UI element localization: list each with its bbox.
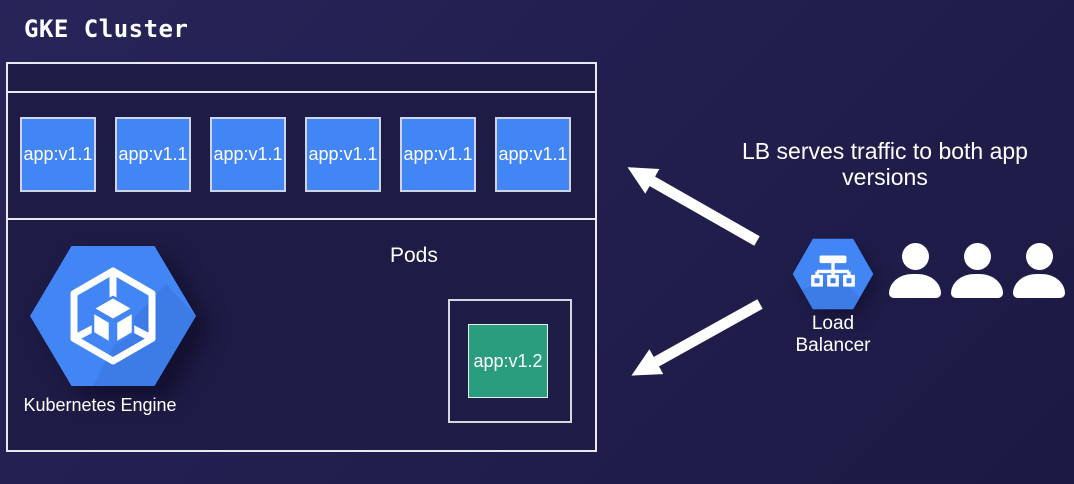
load-balancer-icon bbox=[792, 238, 874, 310]
kubernetes-engine-label: Kubernetes Engine bbox=[23, 395, 177, 415]
pod-v1: app:v1.1 bbox=[495, 117, 571, 192]
pod-v1: app:v1.1 bbox=[115, 117, 191, 192]
user-head bbox=[963, 243, 991, 270]
load-balancer-label: Load Balancer bbox=[795, 313, 871, 356]
arrow-to-v2-pod bbox=[631, 299, 763, 376]
pod-v1-label: app:v1.1 bbox=[118, 144, 188, 164]
pods-label: Pods bbox=[390, 244, 438, 267]
user-icon bbox=[951, 243, 1003, 298]
user-head bbox=[901, 243, 929, 270]
pod-v1: app:v1.1 bbox=[400, 117, 476, 192]
cluster-body: Kubernetes Engine Pods app:v1.2 bbox=[8, 220, 595, 448]
pod-v1-label: app:v1.1 bbox=[308, 144, 378, 164]
pod-v1: app:v1.1 bbox=[20, 117, 96, 192]
user-torso bbox=[1013, 274, 1065, 298]
kubernetes-engine-icon bbox=[30, 246, 196, 386]
pods-v1-row: app:v1.1 app:v1.1 app:v1.1 app:v1.1 app:… bbox=[8, 93, 595, 220]
page-title: GKE Cluster bbox=[24, 15, 189, 43]
user-icon bbox=[889, 243, 941, 298]
pod-v2-container: app:v1.2 bbox=[448, 299, 572, 423]
user-icon bbox=[1013, 243, 1065, 298]
user-torso bbox=[951, 274, 1003, 298]
gke-cluster-box: app:v1.1 app:v1.1 app:v1.1 app:v1.1 app:… bbox=[6, 62, 597, 452]
pod-v2: app:v1.2 bbox=[468, 324, 548, 398]
cluster-header-strip bbox=[8, 64, 595, 93]
pod-v2-label: app:v1.2 bbox=[473, 350, 543, 371]
pod-v1: app:v1.1 bbox=[305, 117, 381, 192]
pod-v1-label: app:v1.1 bbox=[403, 144, 473, 164]
pod-v1-label: app:v1.1 bbox=[498, 144, 568, 164]
pod-v1-label: app:v1.1 bbox=[213, 144, 283, 164]
pod-v1: app:v1.1 bbox=[210, 117, 286, 192]
user-torso bbox=[889, 274, 941, 298]
user-head bbox=[1025, 243, 1053, 270]
lb-annotation-text: LB serves traffic to both app versions bbox=[742, 138, 1028, 191]
pod-v1-label: app:v1.1 bbox=[23, 144, 93, 164]
